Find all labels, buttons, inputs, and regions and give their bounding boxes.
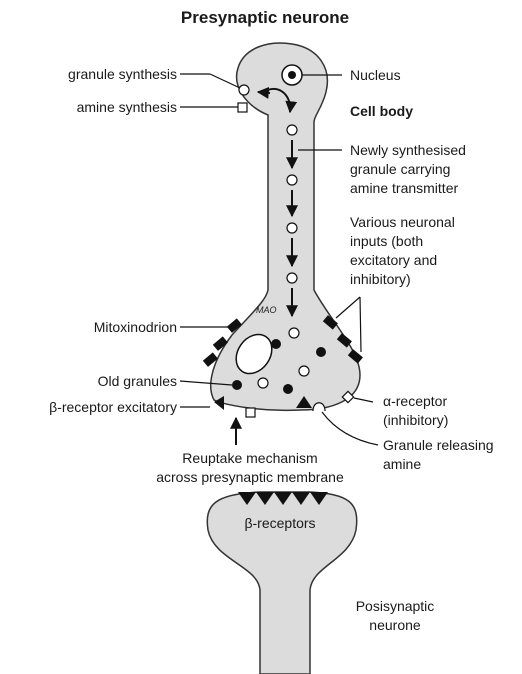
label-nucleus: Nucleus: [350, 67, 401, 84]
label-newly-synthesised-2: granule carrying: [350, 161, 450, 178]
label-newly-synthesised-3: amine transmitter: [350, 180, 458, 197]
label-various-inputs-4: inhibitory): [350, 271, 411, 288]
amine-synthesis-site: [238, 103, 247, 112]
label-various-inputs-1: Various neuronal: [350, 214, 455, 231]
label-mitochondrion: Mitoxinodrion: [0, 319, 177, 336]
label-postsynaptic-1: Posisynaptic: [340, 598, 450, 615]
label-old-granules: Old granules: [0, 373, 177, 390]
label-alpha-receptor-1: α-receptor: [383, 393, 447, 410]
label-beta-receptors: β-receptors: [225, 515, 335, 532]
presynaptic-neurone-shape: [211, 43, 360, 410]
label-granule-synthesis: granule synthesis: [0, 66, 177, 83]
label-alpha-receptor-2: (inhibitory): [383, 412, 448, 429]
label-reuptake-2: across presynaptic membrane: [130, 469, 370, 486]
label-various-inputs-2: inputs (both: [350, 233, 423, 250]
diagram-title: Presynaptic neurone: [150, 9, 380, 26]
label-various-inputs-3: excitatory and: [350, 252, 437, 269]
label-mao: MAO: [256, 302, 277, 319]
label-beta-receptor-excitatory: β-receptor excitatory: [0, 399, 177, 416]
label-granule-releasing-1: Granule releasing: [383, 437, 494, 454]
label-newly-synthesised-1: Newly synthesised: [350, 142, 466, 159]
label-granule-releasing-2: amine: [383, 456, 421, 473]
reuptake-site: [246, 408, 255, 417]
label-amine-synthesis: amine synthesis: [0, 99, 177, 116]
nucleus-inner: [288, 71, 296, 79]
granule-synthesis-site: [239, 85, 249, 95]
label-postsynaptic-2: neurone: [340, 617, 450, 634]
synthesis-small-arrow: [258, 92, 270, 93]
label-reuptake-1: Reuptake mechanism: [130, 450, 370, 467]
label-cell-body: Cell body: [350, 103, 413, 120]
